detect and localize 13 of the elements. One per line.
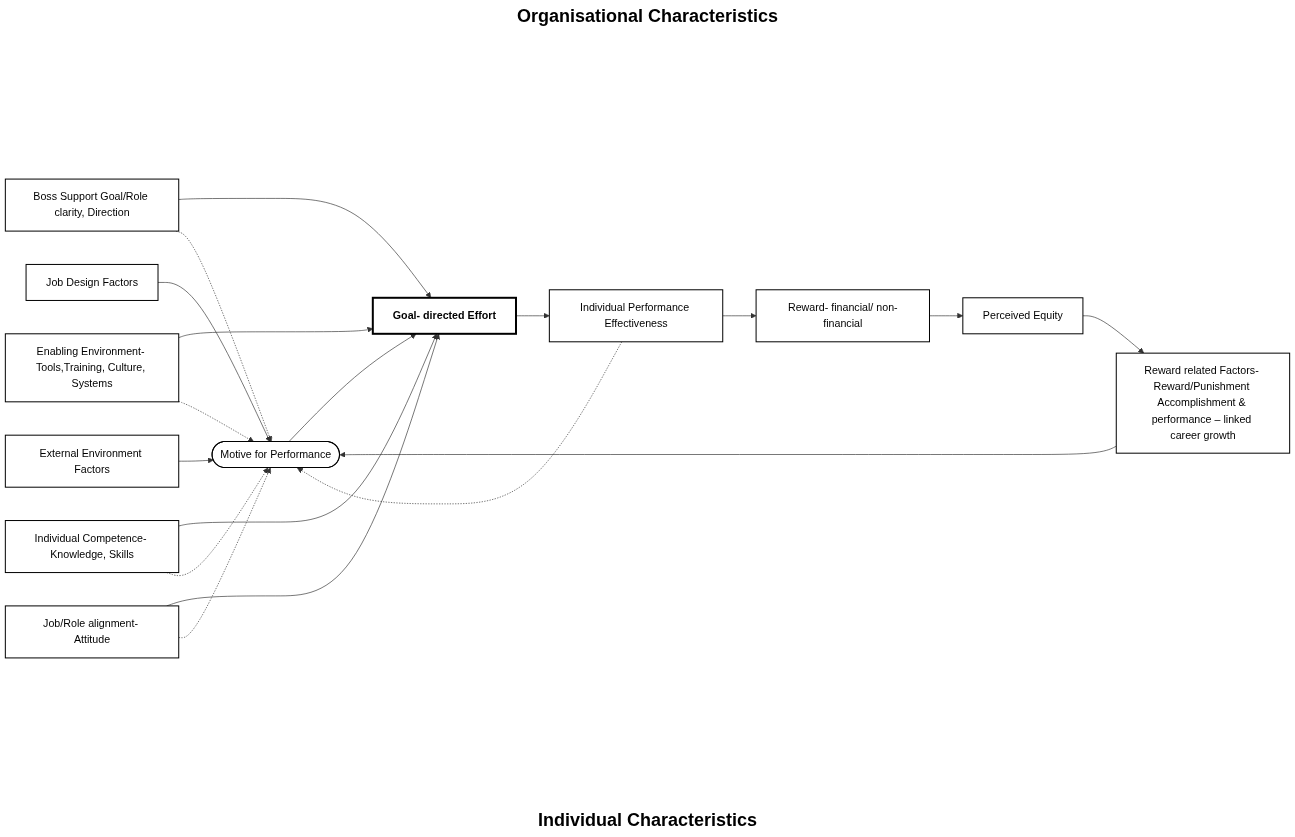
group-heading: Individual Characteristics xyxy=(537,810,758,831)
node-box: Individual Competence- Knowledge, Skills xyxy=(4,520,180,574)
node-box: Job Design Factors xyxy=(25,263,159,301)
node-box: Boss Support Goal/Role clarity, Direction xyxy=(4,178,180,232)
node-box: Individual Performance Effectiveness xyxy=(548,289,724,343)
group-heading: Organisational Characteristics xyxy=(516,6,779,27)
node-box: Perceived Equity xyxy=(962,297,1084,335)
node-box: Reward- financial/ non-financial xyxy=(755,289,930,343)
node-box: Enabling Environment- Tools,Training, Culture, Systems xyxy=(4,333,180,403)
node-box: Reward related Factors- Reward/Punishment Accomplishment & performance – linked career growth xyxy=(1115,352,1291,454)
node-box: Goal- directed Effort xyxy=(371,296,517,335)
node-box: Job/Role alignment- Attitude xyxy=(4,605,180,659)
node-box: External Environment Factors xyxy=(4,434,180,488)
